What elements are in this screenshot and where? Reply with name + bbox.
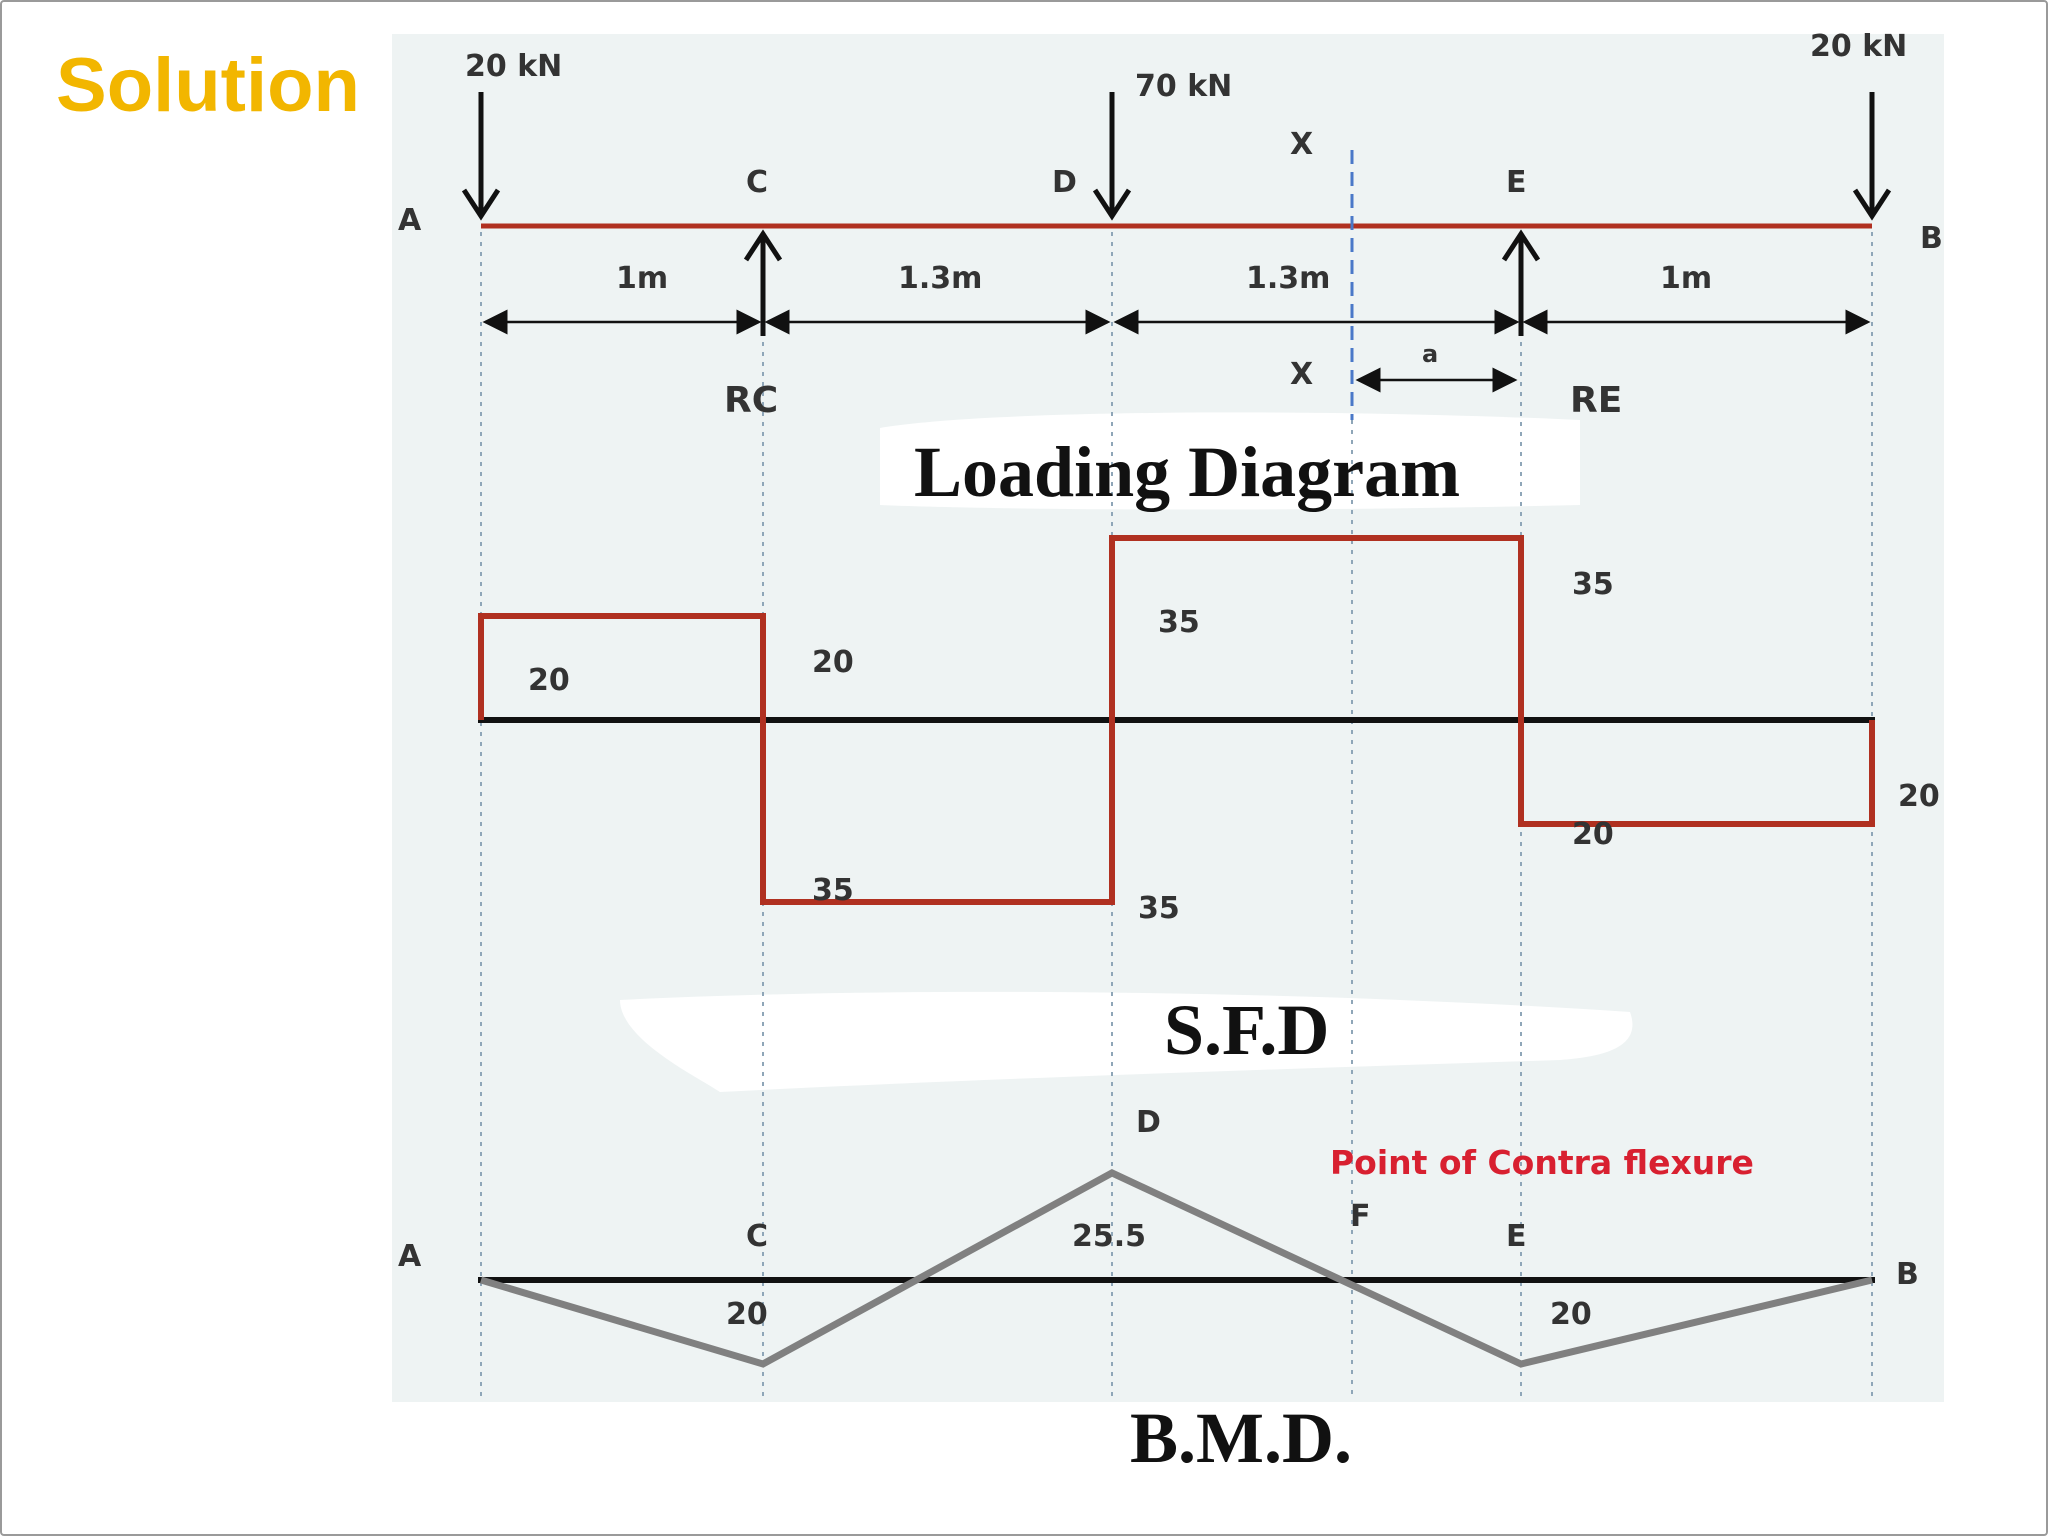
reaction-label-e: RE	[1570, 380, 1622, 421]
bmd-value-c: 20	[726, 1297, 768, 1332]
section-label-top: X	[1290, 127, 1313, 162]
bmd-value-e: 20	[1550, 1297, 1592, 1332]
slide-title: Solution	[56, 43, 360, 128]
contra-flexure-label: Point of Contra flexure	[1330, 1143, 1754, 1182]
loading-heading: Loading Diagram	[914, 432, 1460, 512]
bmd-point-f: F	[1350, 1199, 1371, 1234]
sfd-label-d-bottom: 35	[1138, 891, 1180, 926]
span-label-1: 1m	[616, 261, 668, 296]
bmd-value-d: 25.5	[1072, 1219, 1146, 1254]
heading-smudge-sfd	[620, 991, 1633, 1092]
bmd-point-e: E	[1506, 1219, 1527, 1254]
sfd-label-d-top: 35	[1158, 605, 1200, 640]
sfd-label-b-right: 20	[1898, 779, 1940, 814]
loading-panel	[392, 34, 1944, 444]
bmd-point-c: C	[746, 1219, 768, 1254]
point-label-b: B	[1920, 221, 1943, 256]
load-arrow-b	[1852, 92, 1892, 221]
point-label-c: C	[746, 165, 768, 200]
sfd-label-a-top: 20	[528, 663, 570, 698]
reaction-label-c: RC	[724, 380, 778, 421]
load-arrow-d	[1092, 92, 1132, 221]
bmd-curve	[480, 1168, 1873, 1368]
sfd-label-e-bottom: 20	[1572, 817, 1614, 852]
heading-smudge-loading	[880, 412, 1580, 510]
sfd-heading: S.F.D	[1164, 990, 1329, 1070]
sfd-label-c-top: 20	[812, 645, 854, 680]
sfd-label-c-bottom: 35	[812, 873, 854, 908]
reaction-arrow-e	[1501, 229, 1541, 336]
load-arrow-a	[461, 92, 501, 221]
point-label-a: A	[398, 203, 422, 238]
span-label-3: 1.3m	[1246, 261, 1330, 296]
bmd-point-b: B	[1896, 1257, 1919, 1292]
bmd-heading: B.M.D.	[1130, 1398, 1352, 1478]
load-label-a: 20 kN	[465, 49, 562, 84]
bmd-point-d: D	[1136, 1105, 1161, 1140]
sfd-curve	[478, 535, 1875, 905]
section-distance-label: a	[1422, 340, 1438, 368]
load-label-b: 20 kN	[1810, 29, 1907, 64]
point-label-d: D	[1052, 165, 1077, 200]
load-label-d: 70 kN	[1135, 69, 1232, 104]
sfd-label-e-top: 35	[1572, 567, 1614, 602]
bmd-point-a: A	[398, 1239, 422, 1274]
section-label-bottom: X	[1290, 357, 1313, 392]
span-label-2: 1.3m	[898, 261, 982, 296]
span-label-4: 1m	[1660, 261, 1712, 296]
point-label-e: E	[1506, 165, 1527, 200]
reaction-arrow-c	[743, 229, 783, 336]
